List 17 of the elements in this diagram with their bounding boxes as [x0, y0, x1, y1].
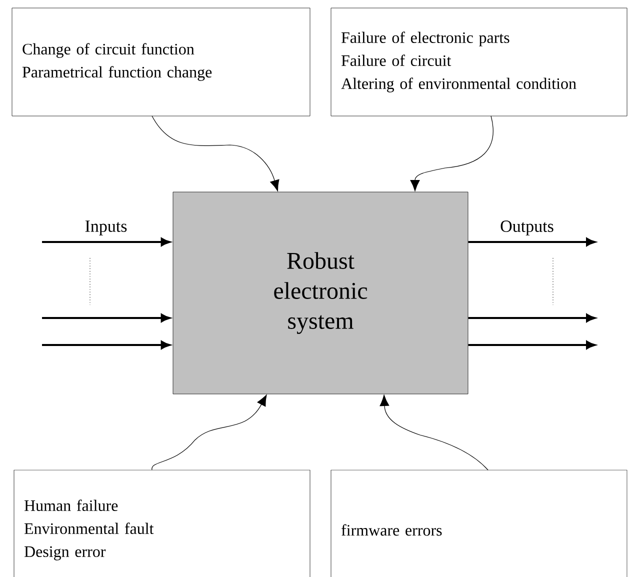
io-label: Inputs — [85, 220, 127, 236]
curved-arrow — [410, 116, 494, 192]
curved-arrow — [380, 394, 488, 470]
io-label: Outputs — [500, 220, 554, 236]
input-arrow — [42, 314, 170, 322]
input-arrow — [42, 238, 170, 246]
curved-arrow — [152, 116, 280, 192]
cause-box: Change of circuit function Parametrical function change — [12, 8, 310, 116]
output-arrow — [468, 238, 596, 246]
curved-arrow — [152, 394, 267, 470]
input-arrow — [42, 340, 170, 350]
system-box: Robust electronic system — [172, 192, 468, 394]
cause-box: firmware errors — [330, 470, 628, 577]
output-arrow — [468, 340, 596, 350]
output-arrow — [468, 314, 596, 322]
cause-box: Human failure Environmental fault Design error — [14, 470, 310, 577]
cause-box: Failure of electronic parts Failure of circuit Altering of environmental condition — [330, 8, 628, 116]
